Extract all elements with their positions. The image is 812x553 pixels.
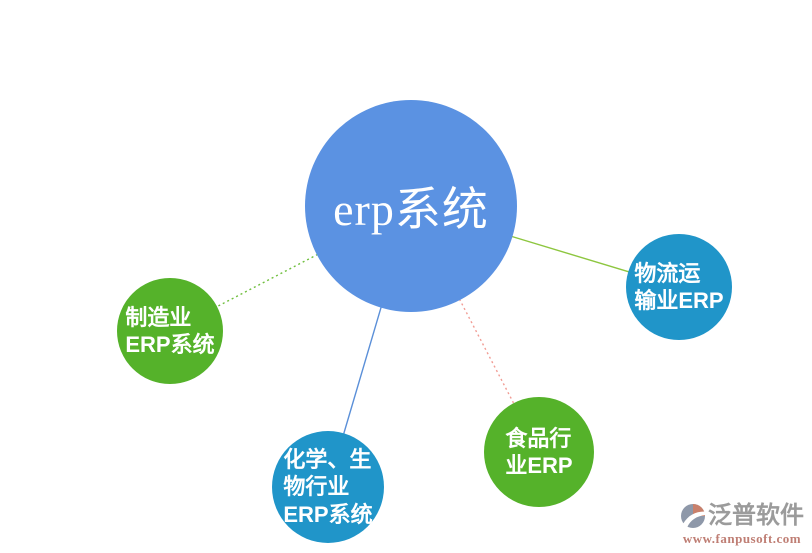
watermark-brand-text: 泛普软件 <box>708 502 804 529</box>
node-chemical-bio: 化学、生 物行业 ERP系统 <box>272 431 384 543</box>
node-label: erp系统 <box>333 184 489 235</box>
node-label: 制造业 ERP系统 <box>125 304 215 357</box>
node-manufacturing: 制造业 ERP系统 <box>117 278 223 384</box>
fanpu-logo-icon <box>680 502 706 530</box>
watermark-brand-row: 泛普软件 <box>680 502 804 530</box>
watermark: 泛普软件 www.fanpusoft.com <box>680 502 804 547</box>
node-erp-center: erp系统 <box>305 100 517 312</box>
node-logistics: 物流运 输业ERP <box>626 234 732 340</box>
node-food: 食品行 业ERP <box>484 397 594 507</box>
node-label: 物流运 输业ERP <box>634 260 724 313</box>
node-label: 食品行 业ERP <box>505 425 573 478</box>
watermark-url-text: www.fanpusoft.com <box>682 531 802 546</box>
node-label: 化学、生 物行业 ERP系统 <box>283 447 373 527</box>
